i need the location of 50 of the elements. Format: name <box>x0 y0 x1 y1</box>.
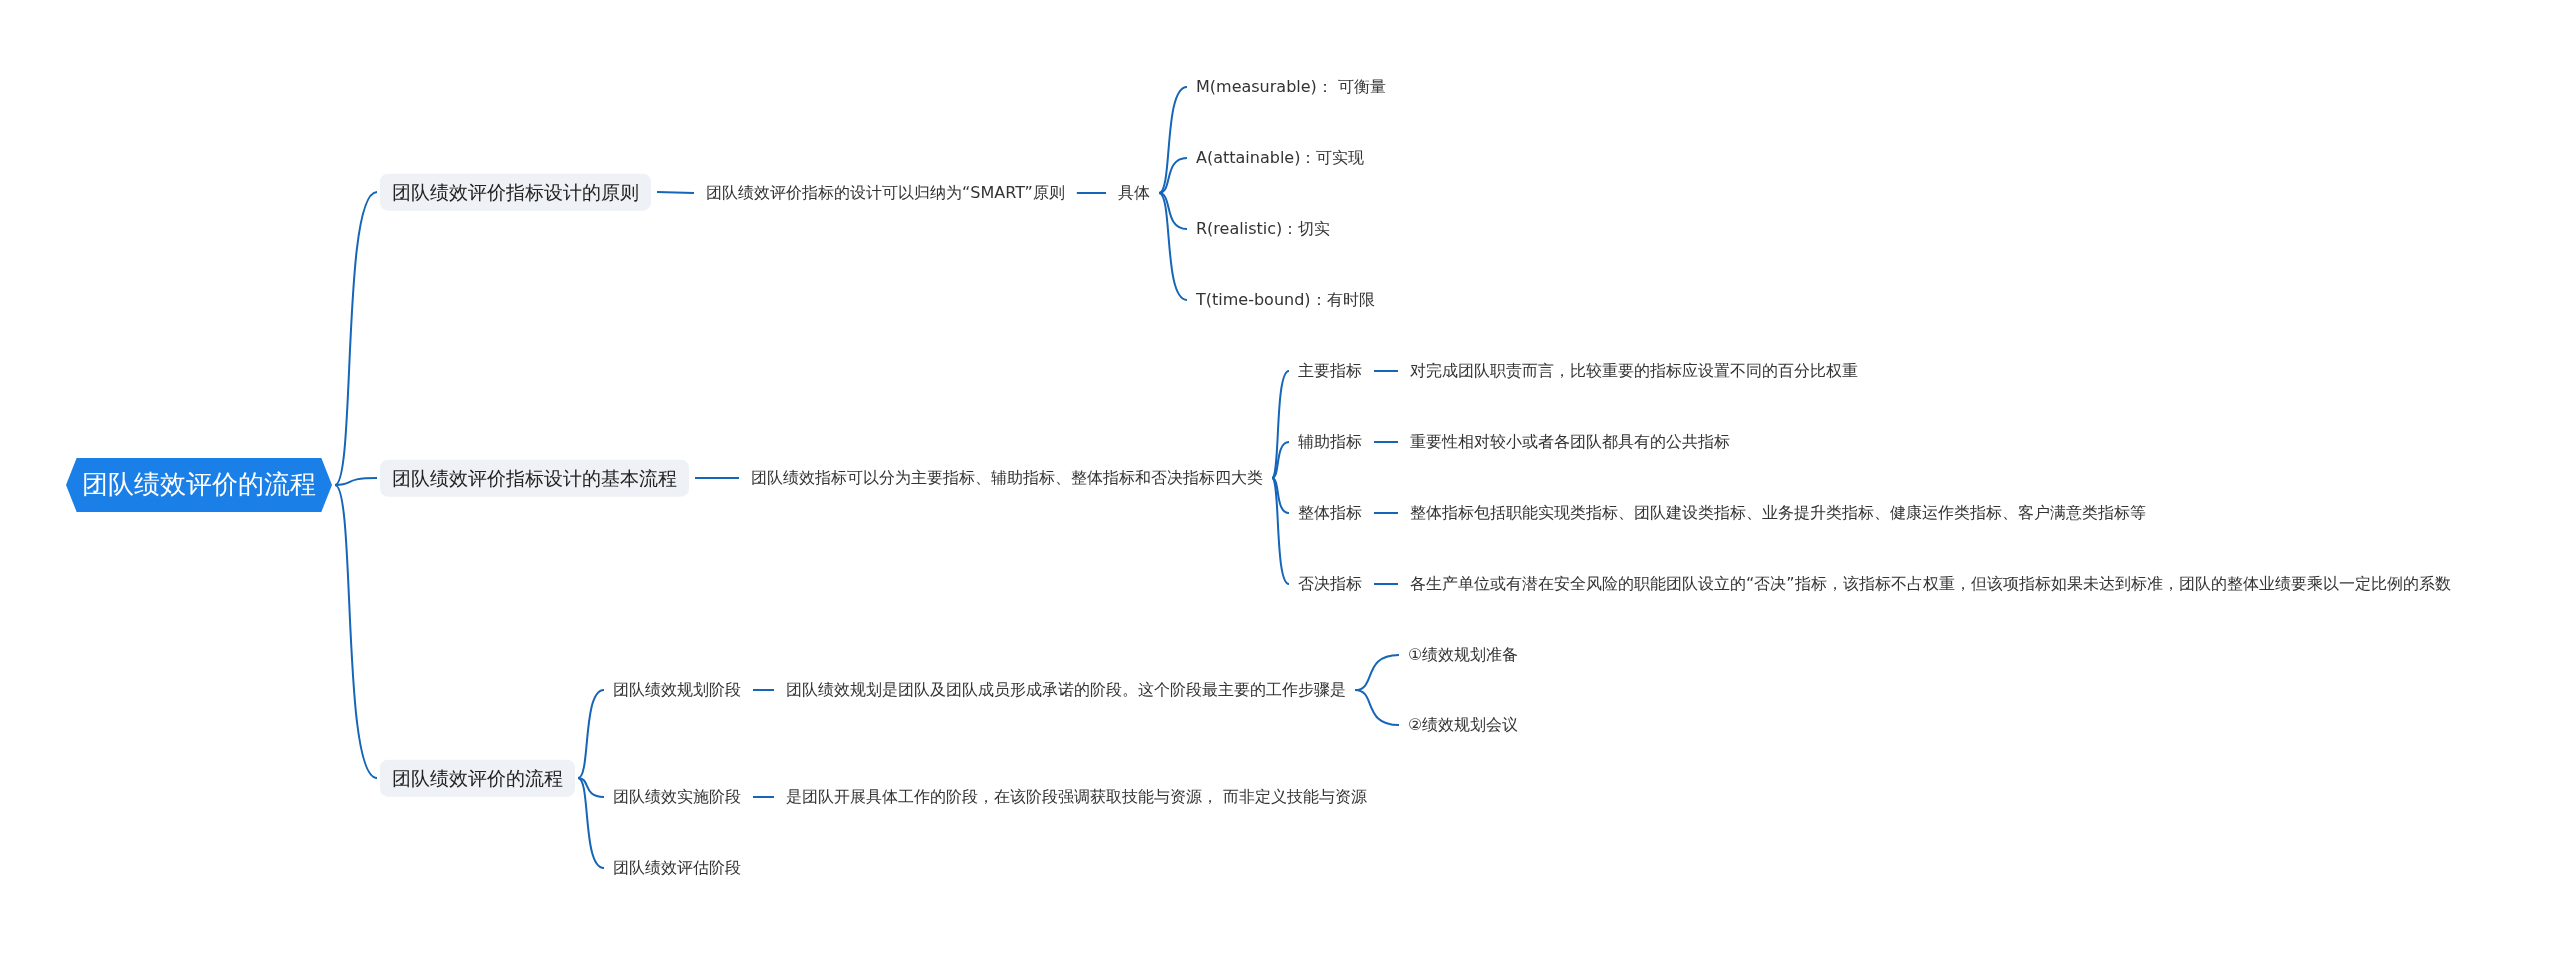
topic-text: 团队绩效规划是团队及团队成员形成承诺的阶段。这个阶段最主要的工作步骤是 <box>780 675 1352 705</box>
connector-line <box>1271 441 1290 479</box>
connector-line <box>752 796 775 798</box>
connector-line <box>1373 512 1399 514</box>
connector-line <box>577 777 605 869</box>
connector-line <box>1075 192 1107 194</box>
connector-line <box>694 477 740 479</box>
connector-line <box>1158 192 1188 301</box>
connector-line <box>577 689 605 779</box>
connector-line <box>1271 477 1290 514</box>
topic-text: 具体 <box>1112 178 1156 208</box>
topic-text: T(time-bound)：有时限 <box>1190 285 1381 315</box>
topic-text: 团队绩效实施阶段 <box>607 782 747 812</box>
topic-text: 重要性相对较小或者各团队都具有的公共指标 <box>1404 427 1736 457</box>
topic-text: 团队绩效评价指标的设计可以归纳为“SMART”原则 <box>700 178 1071 208</box>
connector-line <box>334 191 378 486</box>
connector-line <box>1271 477 1290 585</box>
central-topic: 团队绩效评价的流程 <box>66 458 332 512</box>
connector-line <box>1373 370 1399 372</box>
topic-text: A(attainable)：可实现 <box>1190 143 1371 173</box>
connector-line <box>752 689 775 691</box>
topic-text: 团队绩效评估阶段 <box>607 853 747 883</box>
topic-text: 团队绩效规划阶段 <box>607 675 747 705</box>
topic-box: 团队绩效评价指标设计的原则 <box>380 173 651 211</box>
connector-line <box>1373 441 1399 443</box>
connector-line <box>1354 689 1400 726</box>
topic-box: 团队绩效评价指标设计的基本流程 <box>380 459 689 497</box>
topic-text: 主要指标 <box>1292 356 1368 386</box>
topic-text: 否决指标 <box>1292 569 1368 599</box>
topic-text: 辅助指标 <box>1292 427 1368 457</box>
topic-text: R(realistic)：切实 <box>1190 214 1337 244</box>
connector-line <box>1158 192 1188 230</box>
connector-line <box>334 477 378 486</box>
connector-line <box>1271 370 1290 479</box>
topic-text: 对完成团队职责而言，比较重要的指标应设置不同的百分比权重 <box>1404 356 1864 386</box>
connector-line <box>334 484 378 779</box>
connector-line <box>1158 157 1188 194</box>
topic-text: ①绩效规划准备 <box>1402 640 1525 670</box>
topic-text: M(measurable)： 可衡量 <box>1190 72 1392 102</box>
topic-text: ②绩效规划会议 <box>1402 710 1525 740</box>
connector-line <box>656 191 695 194</box>
topic-text: 整体指标包括职能实现类指标、团队建设类指标、业务提升类指标、健康运作类指标、客户满意类指标等 <box>1404 498 2152 528</box>
connector-line <box>577 777 605 798</box>
topic-text: 是团队开展具体工作的阶段，在该阶段强调获取技能与资源， 而非定义技能与资源 <box>780 782 1374 812</box>
topic-box: 团队绩效评价的流程 <box>380 759 575 797</box>
connector-line <box>1158 86 1188 194</box>
connector-line <box>1373 583 1399 585</box>
topic-text: 各生产单位或有潜在安全风险的职能团队设立的“否决”指标，该指标不占权重，但该项指标如果未达到标准，团队的整体业绩要乘以一定比例的系数 <box>1404 569 2457 599</box>
topic-text: 团队绩效指标可以分为主要指标、辅助指标、整体指标和否决指标四大类 <box>745 463 1269 493</box>
topic-text: 整体指标 <box>1292 498 1368 528</box>
